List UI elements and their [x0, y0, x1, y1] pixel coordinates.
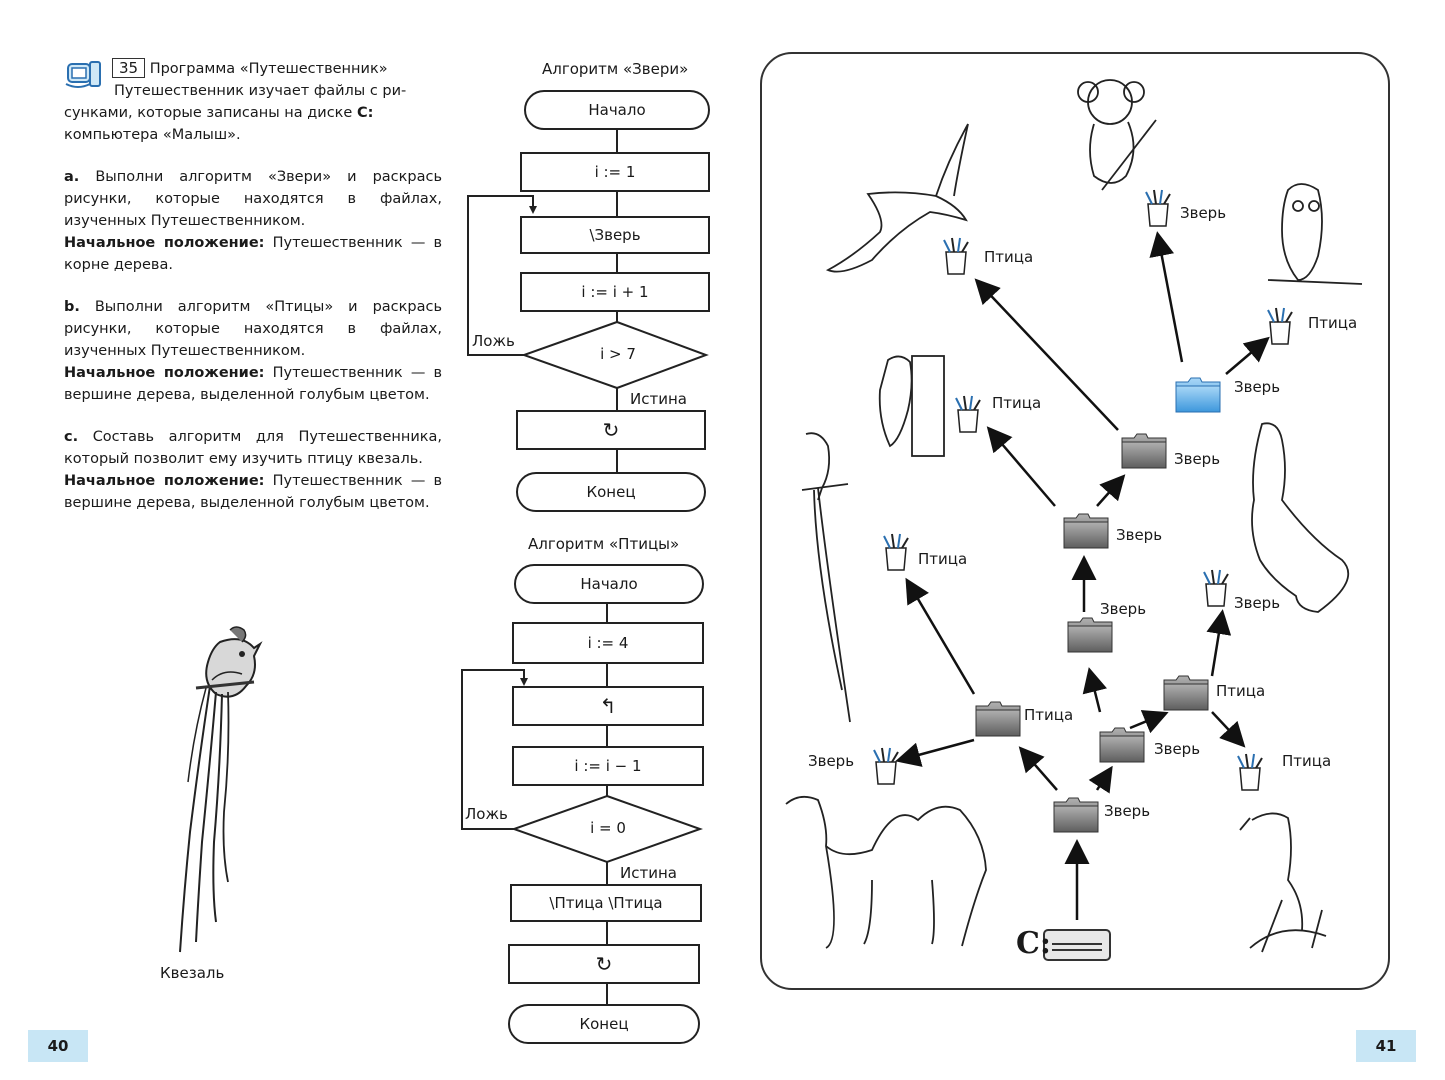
algo-birds-start: Начало: [514, 564, 704, 604]
task-35: 35 Программа «Путешественник» Путешестве…: [64, 58, 442, 514]
task-a: а. Выполни алгоритм «Звери» и раскрась р…: [64, 166, 442, 276]
algo-beasts-start: Начало: [524, 90, 710, 130]
page-number-right: 41: [1356, 1030, 1416, 1062]
algo-beasts-false: Ложь: [472, 332, 515, 350]
algo-birds-title: Алгоритм «Птицы»: [528, 535, 680, 553]
label-bird-left: Птица: [1024, 706, 1074, 724]
algo-beasts-title: Алгоритм «Звери»: [542, 60, 689, 78]
algo-birds-decrement: i := i − 1: [512, 746, 704, 786]
algo-birds-true: Истина: [620, 864, 677, 882]
label-woodpecker-bird: Птица: [992, 394, 1042, 412]
label-camel-beast: Зверь: [808, 752, 855, 770]
algo-birds-false: Ложь: [465, 805, 508, 823]
quetzal-caption: Квезаль: [160, 964, 225, 982]
label-quetzal-bird: Птица: [918, 550, 968, 568]
label-koala-beast: Зверь: [1180, 204, 1227, 222]
task-a-text: Выполни алгоритм «Звери» и раскрась рису…: [64, 169, 442, 229]
task-b-label: b.: [64, 299, 80, 315]
drive-letter: С:: [1016, 926, 1051, 961]
label-bird-right: Птица: [1216, 682, 1266, 700]
task-a-start-text: Путешественник — в корне дерева.: [64, 235, 443, 273]
algo-beasts-end: Конец: [516, 472, 706, 512]
left-page: 35 Программа «Путешественник» Путешестве…: [0, 0, 722, 1080]
algo-birds-return: ↻: [508, 944, 700, 984]
task-b-text: Выполни алгоритм «Птицы» и раскрась рису…: [64, 299, 442, 359]
task-c-start-text: Путешественник — в вершине дерева, выдел…: [64, 473, 443, 511]
label-beast-4: Зверь: [1116, 526, 1163, 544]
file-tree-panel: [760, 52, 1390, 990]
drive-c-icon: [1043, 929, 1111, 961]
right-page: Зверь Зверь Птица Птица Зверь Птица Звер…: [722, 0, 1445, 1080]
page-number-left: 40: [28, 1030, 88, 1062]
computer-icon: [65, 61, 101, 88]
algo-beasts-init: i := 1: [520, 152, 710, 192]
task-c-label: с.: [64, 429, 79, 445]
label-root-beast: Зверь: [1104, 802, 1151, 820]
label-eagle-bird: Птица: [984, 248, 1034, 266]
task-c-text: Составь алгоритм для Путешественника, ко…: [64, 429, 443, 467]
label-owl-bird: Птица: [1308, 314, 1358, 332]
algo-beasts-condition: i > 7: [600, 345, 636, 363]
task-number: 35: [112, 58, 146, 78]
tree-drawing: [785, 79, 1363, 961]
task-b-start-text: Путешественник — в вершине дерева, выдел…: [64, 365, 443, 403]
intro-line-3: компьютера «Малыш».: [64, 127, 241, 143]
intro-disk: С:: [356, 105, 374, 121]
label-beast-2: Зверь: [1154, 740, 1201, 758]
label-beast-5: Зверь: [1174, 450, 1221, 468]
intro-line-2: сунками, которые записаны на диске: [64, 105, 353, 121]
algo-birds-step: ↰: [512, 686, 704, 726]
algo-beasts-step: \Зверь: [520, 216, 710, 254]
algo-birds-action: \Птица \Птица: [510, 884, 702, 922]
task-c: с. Составь алгоритм для Путешественника,…: [64, 426, 442, 514]
task-b: b. Выполни алгоритм «Птицы» и раскрась р…: [64, 296, 442, 406]
task-b-start-label: Начальное положение:: [64, 365, 265, 381]
label-beast-3: Зверь: [1100, 600, 1147, 618]
algo-beasts-return: ↻: [516, 410, 706, 450]
algo-birds-end: Конец: [508, 1004, 700, 1044]
task-c-start-label: Начальное положение:: [64, 473, 265, 489]
algo-birds-condition: i = 0: [590, 819, 626, 837]
flowchart-connectors: [461, 130, 709, 1004]
algo-beasts-increment: i := i + 1: [520, 272, 710, 312]
algo-birds-init: i := 4: [512, 622, 704, 664]
label-blue-folder-beast: Зверь: [1234, 378, 1281, 396]
label-kangaroo-beast: Зверь: [1234, 594, 1281, 612]
algo-beasts-true: Истина: [630, 390, 687, 408]
intro-line-1: Путешественник изучает файлы с ри-: [114, 83, 407, 99]
quetzal-illustration: [179, 626, 263, 953]
task-intro: Путешественник изучает файлы с ри-: [114, 80, 442, 102]
task-a-start-label: Начальное положение:: [64, 235, 265, 251]
label-heron-bird: Птица: [1282, 752, 1332, 770]
task-title: Программа «Путешественник»: [149, 61, 388, 77]
task-a-label: а.: [64, 169, 80, 185]
